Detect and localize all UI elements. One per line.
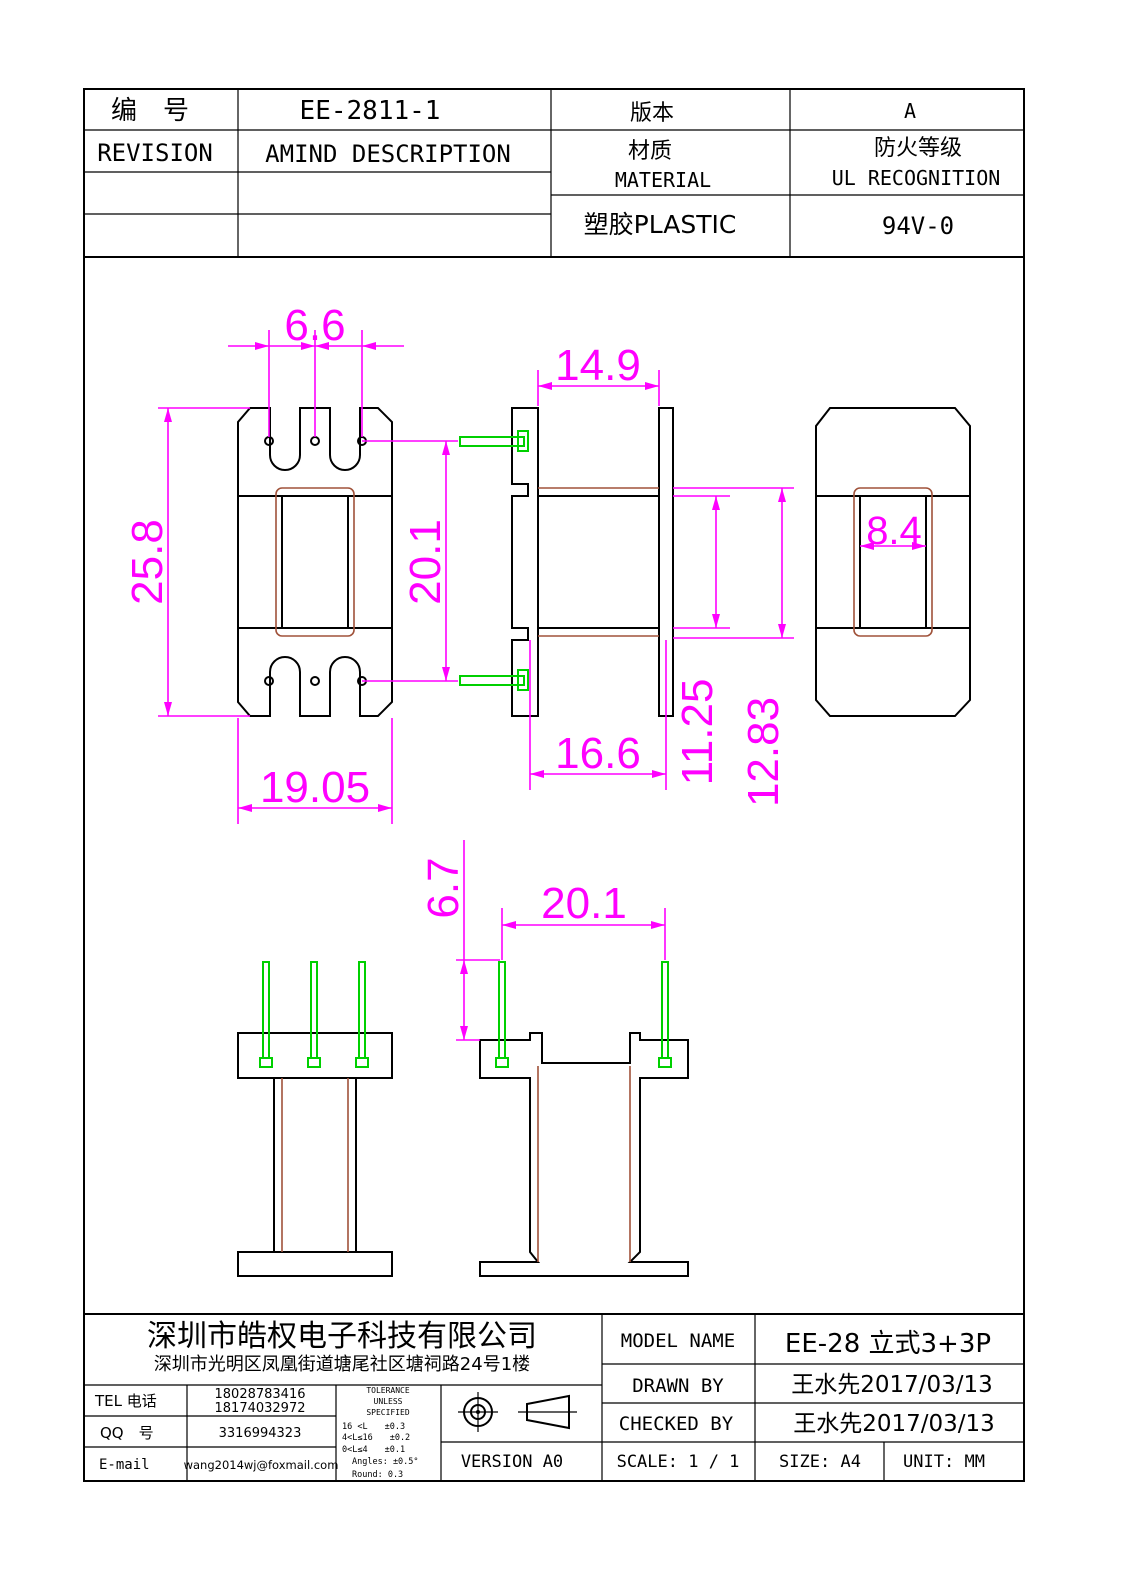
dim-overall-depth: 16.6 [555, 729, 641, 778]
dim-inner-height: 11.25 [673, 679, 722, 786]
company-name: 深圳市皓权电子科技有限公司 [147, 1319, 537, 1354]
tolerance-title-3: SPECIFIED [366, 1408, 410, 1417]
model-name-value: EE-28 立式3+3P [785, 1329, 991, 1359]
checked-by-label: CHECKED BY [619, 1413, 734, 1435]
ul-value: 94V-0 [882, 212, 954, 240]
number-label: 编 号 [111, 96, 189, 126]
material-label-en: MATERIAL [615, 168, 711, 192]
dim-pin-row-span: 20.1 [541, 879, 627, 928]
material-label-cn: 材质 [628, 139, 672, 164]
dim-pin-length: 6.7 [419, 857, 468, 918]
ul-label-en: UL RECOGNITION [832, 166, 1001, 190]
version-label: 版本 [630, 101, 674, 126]
tolerance-row-5: Round: 0.3 [352, 1470, 403, 1480]
checked-by-value: 王水先2017/03/13 [793, 1411, 995, 1437]
dimension-lines [158, 330, 926, 1041]
material-value: 塑胶PLASTIC [584, 210, 737, 239]
drawn-by-label: DRAWN BY [632, 1375, 724, 1397]
qq-label: QQ 号 [100, 1424, 154, 1442]
email-value: wang2014wj@foxmail.com [184, 1458, 339, 1472]
dimension-labels: 6.6 14.9 25.8 20.1 8.4 19.05 16.6 11.25 … [123, 301, 922, 928]
tolerance-row-3: 0<L≤4 ±0.1 [342, 1445, 405, 1455]
title-block: 深圳市皓权电子科技有限公司 深圳市光明区凤凰街道塘尾社区塘祠路24号1楼 TEL… [84, 1313, 1024, 1481]
dim-base-width: 19.05 [260, 763, 370, 812]
top-view [237, 407, 393, 717]
tolerance-row-2: 4<L≤16 ±0.2 [342, 1433, 410, 1443]
end-view [815, 407, 971, 717]
revision-label: REVISION [97, 139, 213, 167]
amend-description-label: AMIND DESCRIPTION [265, 140, 511, 168]
dim-height: 25.8 [123, 519, 172, 605]
qq-value: 3316994323 [219, 1426, 302, 1441]
version-value: A [904, 99, 916, 123]
email-label: E-mail [99, 1457, 150, 1473]
tolerance-row-4: Angles: ±0.5° [352, 1457, 419, 1467]
dim-outer-height: 12.83 [739, 697, 788, 807]
outer-frame [83, 88, 1025, 1482]
version-text: VERSION A0 [461, 1452, 563, 1472]
drawn-by-value: 王水先2017/03/13 [791, 1372, 993, 1398]
front-section-view [479, 961, 689, 1277]
unit-text: UNIT: MM [903, 1452, 985, 1472]
dim-pin-pitch: 6.6 [284, 301, 345, 350]
dim-window: 8.4 [866, 509, 922, 553]
header-table: 编 号 EE-2811-1 版本 A REVISION AMIND DESCRI… [84, 89, 1024, 258]
side-view [459, 407, 674, 717]
front-view [237, 961, 393, 1277]
tel-label: TEL 电话 [94, 1392, 157, 1410]
tel-2: 18174032972 [215, 1401, 306, 1416]
scale-text: SCALE: 1 / 1 [617, 1452, 740, 1472]
tolerance-title-1: TOLERANCE [366, 1386, 410, 1395]
dim-pin-span: 20.1 [401, 519, 450, 605]
projection-symbol-icon [458, 1392, 577, 1432]
size-text: SIZE: A4 [779, 1452, 861, 1472]
dim-flange-width: 14.9 [555, 341, 641, 390]
model-name-label: MODEL NAME [621, 1330, 735, 1352]
tolerance-row-1: 16 <L ±0.3 [342, 1422, 405, 1432]
drawing-number: EE-2811-1 [300, 96, 441, 126]
ul-label-cn: 防火等级 [874, 136, 962, 161]
tolerance-title-2: UNLESS [374, 1397, 403, 1406]
company-address: 深圳市光明区凤凰街道塘尾社区塘祠路24号1楼 [154, 1354, 530, 1375]
tel-1: 18028783416 [215, 1387, 306, 1402]
